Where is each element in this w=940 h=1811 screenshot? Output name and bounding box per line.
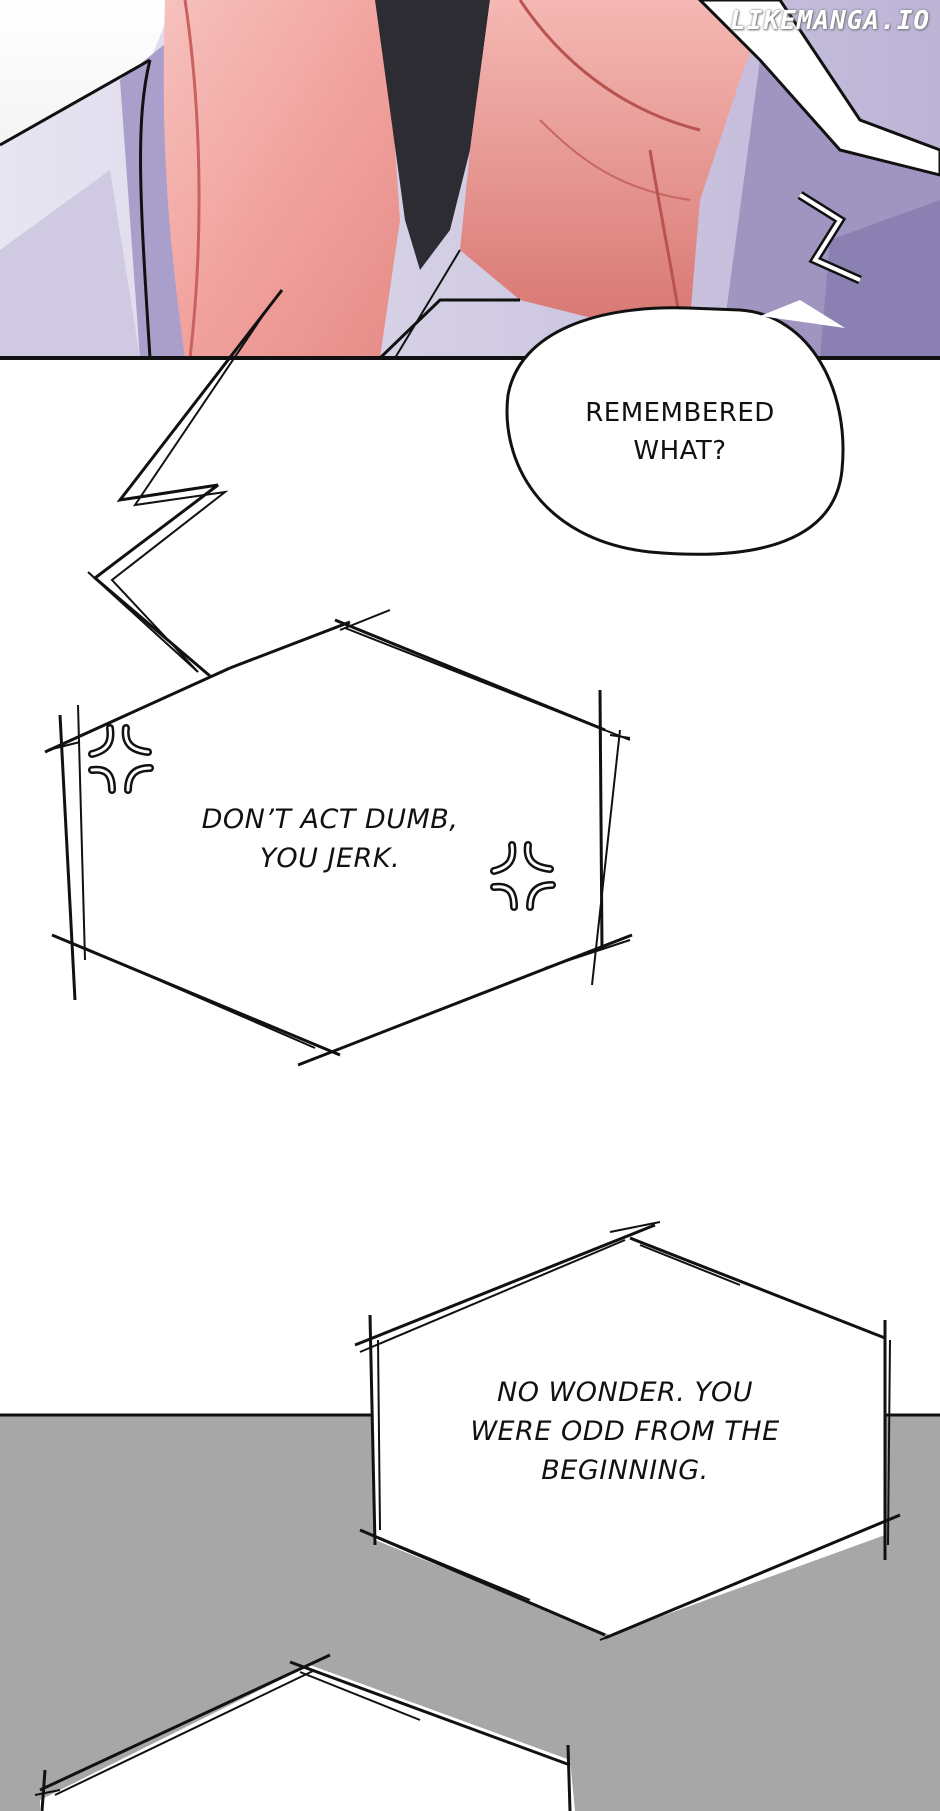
bubble-text-wonder-line2: WERE ODD FROM THE [470,1416,780,1448]
top-panel [0,0,940,360]
bubble-text-wonder: NO WONDER. YOU WERE ODD FROM THE BEGINNI… [430,1373,820,1490]
bubble-text-remembered: REMEMBERED WHAT? [520,395,840,470]
shout-bubble-wonder [354,1221,901,1641]
bubble-text-wonder-line3: BEGINNING. [541,1455,709,1487]
lightning-tail [87,289,284,678]
bubble-text-dumb-line1: DON’T ACT DUMB, [201,804,459,835]
speech-bubble-remembered [505,300,845,556]
site-watermark: LIKEMANGA.IO [730,6,930,36]
bubble-text-dumb-line2: YOU JERK. [259,843,401,875]
anger-mark-icon [490,841,556,911]
bubble-text-remembered-line1: REMEMBERED [585,398,775,428]
shout-bubble-partial [34,1653,575,1811]
bubble-text-remembered-line2: WHAT? [633,435,727,466]
shout-bubble-dumb [44,609,633,1067]
bubble-text-dumb: DON’T ACT DUMB, YOU JERK. [160,800,500,878]
anger-mark-icon [88,724,154,794]
bubble-text-wonder-line1: NO WONDER. YOU [497,1377,753,1408]
